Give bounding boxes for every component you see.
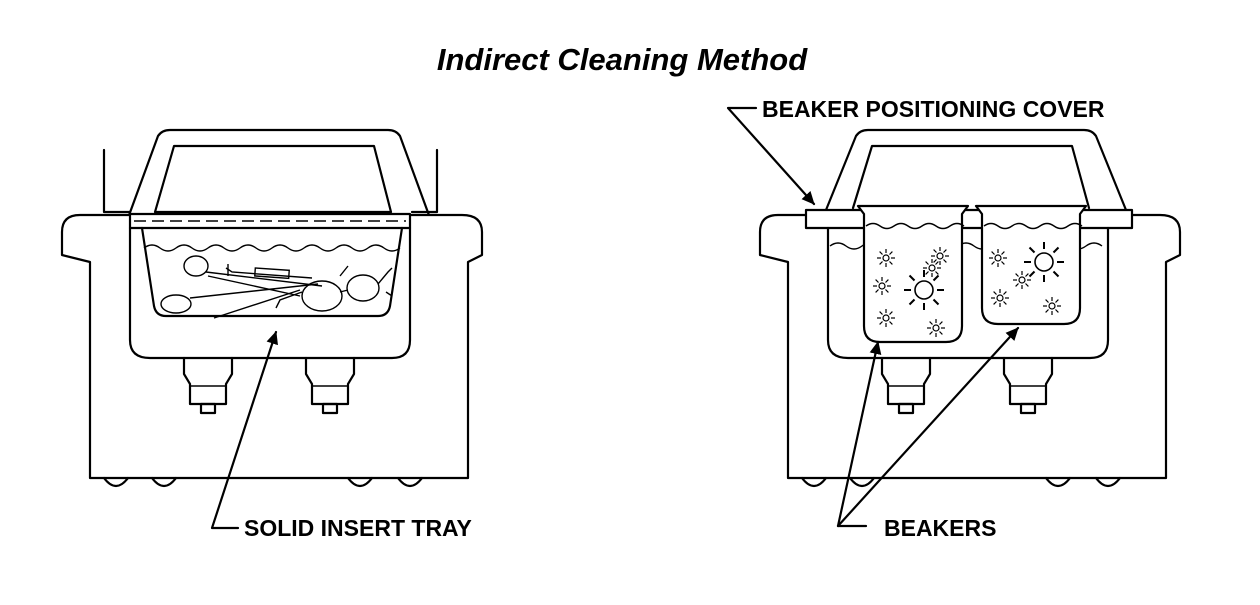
- right-lid-window: [851, 144, 1091, 210]
- left-lid-handle-left: [102, 148, 132, 214]
- left-foot-2: [150, 476, 178, 488]
- beaker-left: [856, 204, 970, 344]
- beakers-leader-right: [836, 326, 1020, 528]
- eyeglasses-instrument: [275, 265, 393, 312]
- right-tank: [826, 226, 1110, 360]
- left-foot-4: [396, 476, 424, 488]
- beaker-positioning-cover-label: BEAKER POSITIONING COVER: [762, 96, 1105, 122]
- beaker-right: [974, 204, 1088, 326]
- left-water-surface: [143, 244, 401, 252]
- right-drain-cap-left: [897, 402, 915, 415]
- left-lid-window: [153, 144, 393, 214]
- beaker-positioning-cover: [804, 208, 1134, 230]
- right-foot-4: [1094, 476, 1122, 488]
- right-foot-3: [1044, 476, 1072, 488]
- right-drain-cap-right: [1019, 402, 1037, 415]
- left-drain-cap-left: [199, 402, 217, 415]
- forceps-instrument: [160, 255, 323, 314]
- left-lid-outer: [126, 128, 432, 220]
- left-tank: [128, 226, 412, 360]
- cover-leader: [726, 106, 816, 206]
- right-ultrasonic-cleaner: [726, 106, 1182, 528]
- solid-insert-tray-leader: [210, 330, 278, 530]
- left-ultrasonic-cleaner: [60, 128, 484, 530]
- scalpel-instrument: [213, 264, 313, 319]
- left-drain-cap-right: [321, 402, 339, 415]
- left-foot-1: [102, 476, 130, 488]
- right-cleaner-body: [758, 213, 1182, 480]
- diagram-title: Indirect Cleaning Method: [437, 42, 808, 77]
- beakers-label: BEAKERS: [884, 515, 996, 541]
- right-foot-2: [848, 476, 876, 488]
- left-lid-handle-right: [410, 148, 439, 214]
- solid-insert-tray-label: SOLID INSERT TRAY: [244, 515, 472, 541]
- right-foot-1: [800, 476, 828, 488]
- right-lid-outer: [824, 128, 1128, 212]
- solid-insert-tray: [140, 226, 404, 318]
- left-foot-3: [346, 476, 374, 488]
